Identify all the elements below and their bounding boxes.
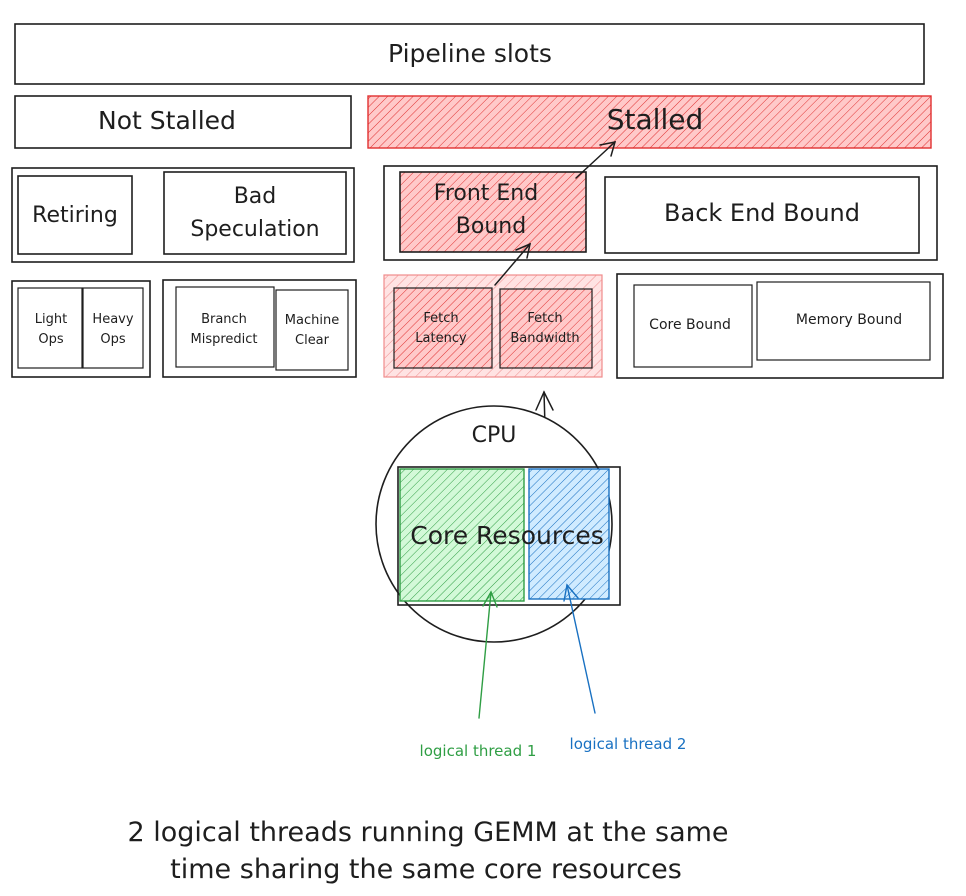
retiring-group [11, 280, 151, 378]
thread-1-share [399, 468, 525, 602]
fetch-to-front-end-arrow [494, 242, 532, 286]
thread-2-share [528, 468, 610, 600]
heavy-ops-label-line2: Ops [100, 332, 125, 347]
memory-bound-node: Memory Bound [756, 281, 931, 361]
pipeline-slots-node: Pipeline slots [14, 23, 925, 85]
front-end-bound-node: Front End Bound [399, 171, 587, 253]
back-end-bound-node: Back End Bound [604, 176, 920, 254]
pipeline-slots-label: Pipeline slots [388, 39, 552, 68]
machine-clear-node: Machine Clear [275, 289, 349, 371]
bad-speculation-node: Bad Speculation [163, 171, 347, 255]
bad-speculation-label-line2: Speculation [190, 217, 319, 242]
thread-2-arrow [563, 583, 596, 714]
fetch-latency-node: Fetch Latency [393, 287, 493, 369]
caption-line-1: 2 logical threads running GEMM at the sa… [127, 817, 728, 848]
back-end-bound-label: Back End Bound [664, 199, 860, 227]
branch-mispredict-label-line1: Branch [201, 312, 247, 327]
back-end-bound-group [616, 273, 944, 379]
machine-clear-label-line2: Clear [295, 333, 330, 348]
fetch-latency-label-line1: Fetch [423, 311, 458, 326]
fetch-bandwidth-node: Fetch Bandwidth [499, 288, 593, 369]
heavy-ops-node: Heavy Ops [82, 287, 144, 369]
memory-bound-label: Memory Bound [796, 312, 902, 328]
thread-1-arrow [478, 590, 498, 719]
fetch-latency-label-line2: Latency [415, 331, 467, 346]
front-end-bound-label-line2: Bound [456, 214, 526, 239]
stalled-label: Stalled [607, 103, 703, 136]
logical-thread-2-label: logical thread 2 [570, 735, 687, 753]
retiring-node: Retiring [17, 175, 133, 255]
core-bound-label: Core Bound [649, 317, 731, 333]
branch-mispredict-node: Branch Mispredict [175, 286, 275, 368]
stalled-node: Stalled [367, 95, 932, 149]
fetch-bandwidth-label-line2: Bandwidth [510, 331, 579, 346]
front-end-to-stalled-arrow [575, 141, 617, 179]
core-resources-node: Core Resources [397, 466, 621, 606]
caption-line-2: time sharing the same core resources [170, 854, 682, 885]
light-ops-label-line1: Light [35, 312, 67, 327]
bad-speculation-label-line1: Bad [234, 184, 277, 209]
retiring-label: Retiring [32, 203, 118, 228]
front-end-bound-label-line1: Front End [434, 181, 538, 206]
fetch-bandwidth-label-line1: Fetch [527, 311, 562, 326]
light-ops-node: Light Ops [17, 287, 83, 369]
bad-speculation-group [162, 279, 357, 378]
not-stalled-label: Not Stalled [98, 106, 236, 135]
machine-clear-label-line1: Machine [285, 313, 339, 328]
cpu-label: CPU [472, 423, 517, 448]
not-stalled-node: Not Stalled [14, 95, 352, 149]
light-ops-label-line2: Ops [38, 332, 63, 347]
core-resources-label: Core Resources [410, 521, 603, 550]
logical-thread-1-label: logical thread 1 [420, 742, 537, 760]
core-bound-node: Core Bound [633, 284, 753, 368]
branch-mispredict-label-line2: Mispredict [190, 332, 257, 347]
heavy-ops-label-line1: Heavy [92, 312, 133, 327]
